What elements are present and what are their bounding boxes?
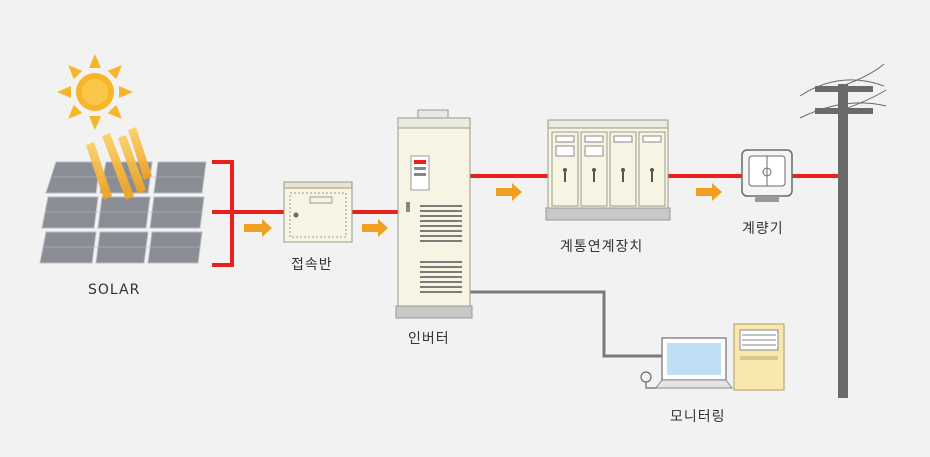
grid-connection-label: 계통연계장치 <box>560 239 644 255</box>
solar-panel-icon <box>39 161 207 264</box>
flow-arrows <box>244 183 722 237</box>
junction-box-label: 접속반 <box>291 257 333 273</box>
solar-panel-grid-lines <box>43 176 202 248</box>
inverter-icon <box>395 109 473 319</box>
meter-icon <box>741 149 793 202</box>
utility-pole-icon <box>799 63 887 398</box>
power-lines <box>212 160 842 267</box>
monitoring-cable <box>470 290 664 358</box>
inverter-label: 인버터 <box>408 331 450 347</box>
junction-box-icon <box>283 181 353 243</box>
computer-icon <box>640 323 785 391</box>
meter-label: 계량기 <box>742 221 784 237</box>
sunlight-rays <box>86 127 152 200</box>
sun-icon <box>57 54 133 130</box>
switchgear-icon <box>545 119 671 221</box>
monitoring-label: 모니터링 <box>670 409 726 425</box>
solar-label: SOLAR <box>88 282 141 298</box>
